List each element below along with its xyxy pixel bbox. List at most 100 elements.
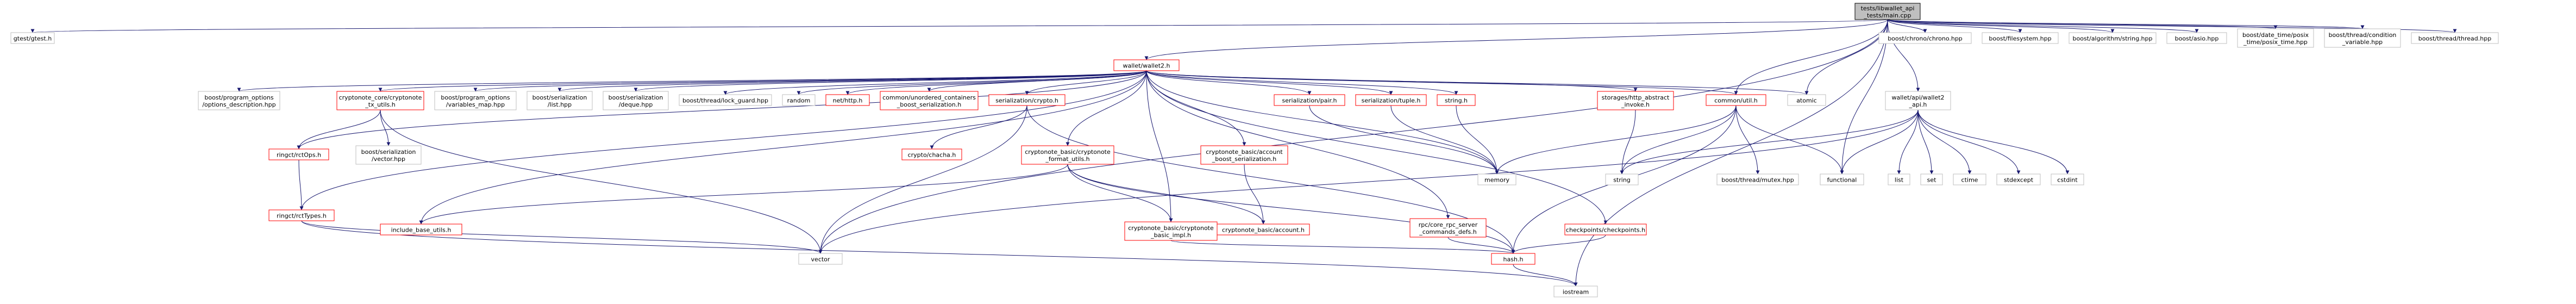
edge-cn_basic_impl-to-hash [1170,240,1515,254]
node-label: boost/filesystem.hpp [1989,35,2051,42]
node-ser_tuple[interactable]: serialization/tuple.h [1355,94,1427,106]
node-list: list [1888,173,1910,185]
node-label: boost/thread/condition [2329,32,2397,39]
node-ringct_types[interactable]: ringct/rctTypes.h [268,209,335,221]
node-box [2411,32,2499,44]
node-string_h[interactable]: string.h [1437,94,1476,106]
node-cn_utils[interactable]: cryptonote_core/cryptonote_tx_utils.h [336,91,424,110]
node-ser_pair[interactable]: serialization/pair.h [1274,94,1345,106]
node-box [1355,94,1427,106]
node-box [355,145,422,165]
edge-wallet2-to-atomic [1146,70,1809,95]
edge-root-to-gtest [32,19,1888,33]
node-label: cryptonote_basic/account.h [1222,227,1305,234]
node-label: list [1895,177,1904,184]
node-chacha[interactable]: crypto/chacha.h [901,148,962,160]
node-label: ringct/rctTypes.h [277,213,327,220]
node-functional: functional [1820,173,1864,185]
edge-wallet2-to-memory [1146,70,1499,175]
node-cn_basic_impl[interactable]: cryptonote_basic/cryptonote_basic_impl.h [1124,221,1218,241]
node-label: /options_description.hpp [202,101,275,108]
node-box [268,209,335,221]
node-asio: boost/asio.hpp [2166,32,2227,44]
edge-cn_format-to-cn_account [1067,164,1265,225]
node-label: wallet/api/wallet2 [1891,94,1944,101]
node-label: cryptonote_basic/account [1206,148,1283,156]
node-cn_format[interactable]: cryptonote_basic/cryptonote_format_utils… [1021,145,1114,165]
node-filesystem: boost/filesystem.hpp [1982,32,2059,44]
edge-wallet2-to-ringct_rctOps [297,70,1147,150]
node-label: _format_utils.h [1045,156,1089,163]
node-box [2324,28,2401,48]
node-label: boost/thread/mutex.hpp [1721,177,1794,184]
node-box [2166,32,2227,44]
edge-root-to-wallet2 [1144,19,1888,60]
node-label: _basic_impl.h [1150,232,1191,239]
node-box [434,91,517,110]
edge-wallet2-to-ser_list [557,70,1147,92]
node-box [1885,91,1951,110]
edge-checkpoints-to-hash [1511,234,1606,254]
edge-wallet2-to-ser_pair [1146,70,1312,95]
node-label: wallet/wallet2.h [1123,63,1170,70]
edge-wallet2-to-lockguard [723,70,1147,95]
node-label: serialization/pair.h [1282,97,1337,104]
node-http_abstract[interactable]: storages/http_abstract_invoke.h [1597,91,1674,110]
node-box [1996,173,2041,185]
node-label: common/unordered_containers [882,94,976,101]
node-string: string [1605,173,1639,185]
node-label: storages/http_abstract [1602,94,1670,101]
node-box [1706,94,1766,106]
node-box [527,91,593,110]
node-checkpoints[interactable]: checkpoints/checkpoints.h [1564,224,1647,235]
node-unordered[interactable]: common/unordered_containers_boost_serial… [880,91,979,110]
node-cn_account[interactable]: cryptonote_basic/account.h [1217,224,1310,235]
edge-common_util-to-memory [1495,105,1737,175]
edge-string_h-to-memory [1456,105,1499,175]
edge-cn_utils-to-ringct_rctOps [297,109,381,150]
node-label: cryptonote_basic/cryptonote [1025,148,1111,156]
node-ringct_rctOps[interactable]: ringct/rctOps.h [268,148,329,160]
node-label: _time/posix_time.hpp [2243,39,2308,46]
node-mutex: boost/thread/mutex.hpp [1716,173,1799,185]
node-rpc_defs[interactable]: rpc/core_rpc_server_commands_defs.h [1409,218,1487,238]
node-label: memory [1484,177,1509,184]
node-box [10,32,55,44]
node-box [1888,173,1910,185]
node-random: random [782,94,816,106]
node-label: tests/libwallet_api [1861,5,1915,12]
edge-root-to-api_wallet2 [1887,19,1920,92]
edge-root-to-condvar [1887,19,2364,29]
node-hash[interactable]: hash.h [1491,253,1535,265]
node-box [1605,173,1639,185]
node-ser_vector: boost/serialization/vector.hpp [355,145,422,165]
node-label: boost/serialization [361,148,416,156]
node-label: boost/serialization [609,94,663,101]
node-box [901,148,962,160]
node-common_util[interactable]: common/util.h [1706,94,1766,106]
node-include_base[interactable]: include_base_utils.h [380,224,462,235]
edge-cn_utils-to-ser_vector [380,109,391,146]
node-acc_ser[interactable]: cryptonote_basic/account_boost_serializa… [1200,145,1288,165]
node-wallet2[interactable]: wallet/wallet2.h [1113,59,1180,71]
node-box [1553,286,1598,297]
node-label: crypto/chacha.h [908,152,956,159]
node-box [1124,221,1218,241]
edge-root-to-chrono [1887,19,1927,33]
node-label: include_base_utils.h [391,227,452,234]
node-atomic: atomic [1787,94,1826,106]
node-label: iostream [1563,289,1589,296]
node-ser_crypto[interactable]: serialization/crypto.h [988,94,1066,106]
edge-wallet2-to-ser_tuple [1146,70,1393,95]
node-root: tests/libwallet_api_tests/main.cpp [1854,3,1921,20]
node-box [1820,173,1864,185]
edge-wallet2-to-common_util [1146,70,1738,95]
edge-wallet2-to-ser_crypto [1025,70,1147,95]
node-box [1113,59,1180,71]
node-label: rpc/core_rpc_server [1419,221,1478,228]
edge-api_wallet2-to-cstdint [1917,109,2070,175]
node-label: _boost_serialization.h [1212,156,1276,163]
node-nethttp[interactable]: net/http.h [825,94,870,106]
node-label: /deque.hpp [619,101,653,108]
node-label: cstdint [2057,177,2078,184]
